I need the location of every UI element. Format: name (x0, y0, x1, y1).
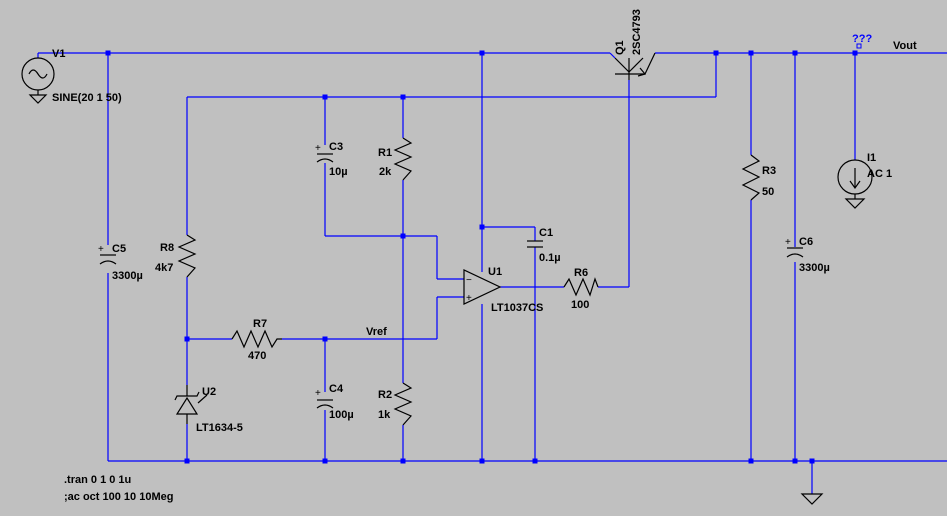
r6-ref: R6 (574, 267, 588, 279)
c1-ref: C1 (539, 227, 553, 239)
svg-text:+: + (98, 244, 104, 255)
q1-npn-transistor[interactable]: Q1 2SC4793 (614, 9, 656, 80)
c6-ref: C6 (799, 236, 813, 248)
c1-capacitor[interactable]: C1 0.1µ (527, 227, 561, 264)
net-label-vout: Vout (893, 40, 917, 52)
i1-ref: I1 (867, 152, 876, 164)
r6-value: 100 (571, 299, 589, 311)
r6-resistor[interactable]: R6 100 (563, 267, 599, 311)
r3-value: 50 (762, 186, 774, 198)
tran-directive[interactable]: .tran 0 1 0 1u (64, 474, 131, 486)
r2-resistor[interactable]: R2 1k (378, 382, 413, 426)
c5-ref: C5 (112, 243, 126, 255)
r7-value: 470 (248, 350, 266, 362)
probe-marker[interactable]: ??? (852, 33, 872, 49)
ground-icon (844, 198, 866, 209)
svg-text:+: + (315, 388, 321, 399)
v1-voltage-source[interactable]: V1 SINE(20 1 50) (21, 48, 122, 104)
r3-ref: R3 (762, 165, 776, 177)
u2-ref: U2 (202, 386, 216, 398)
junction-dots (105, 50, 858, 464)
r2-value: 1k (378, 409, 391, 421)
net-label-vref: Vref (366, 326, 387, 338)
emitter-arrow-icon (637, 67, 647, 77)
c4-ref: C4 (329, 383, 344, 395)
r2-ref: R2 (378, 389, 392, 401)
r1-ref: R1 (378, 147, 392, 159)
r1-resistor[interactable]: R1 2k (378, 137, 413, 181)
c5-capacitor[interactable]: + C5 3300µ (98, 243, 143, 282)
c3-value: 10µ (329, 166, 348, 178)
arrow-down-icon (849, 180, 861, 190)
ground-icon (28, 94, 48, 104)
q1-value: 2SC4793 (631, 9, 643, 55)
i1-current-source[interactable]: I1 AC 1 (837, 152, 892, 209)
c6-value: 3300µ (799, 262, 830, 274)
ac-directive[interactable]: ;ac oct 100 10 10Meg (64, 491, 173, 503)
u1-opamp[interactable]: − + U1 LT1037CS (463, 266, 543, 314)
r8-value: 4k7 (155, 262, 173, 274)
r8-ref: R8 (160, 242, 174, 254)
u1-ref: U1 (488, 266, 502, 278)
r8-resistor[interactable]: R8 4k7 (155, 234, 197, 278)
wires (37, 52, 947, 494)
u1-value: LT1037CS (491, 302, 543, 314)
c5-value: 3300µ (112, 270, 143, 282)
c4-capacitor[interactable]: + C4 100µ (315, 383, 354, 421)
v1-ref: V1 (52, 48, 65, 60)
ground-icon (800, 493, 824, 505)
i1-value: AC 1 (867, 168, 892, 180)
c3-capacitor[interactable]: + C3 10µ (315, 141, 348, 178)
r3-resistor[interactable]: R3 50 (741, 154, 776, 201)
r7-resistor[interactable]: R7 470 (231, 318, 282, 362)
net-label-unknown: ??? (852, 33, 872, 45)
u2-zener-reference[interactable]: U2 LT1634-5 (174, 385, 243, 434)
q1-ref: Q1 (614, 40, 626, 55)
c1-value: 0.1µ (539, 252, 561, 264)
v1-value: SINE(20 1 50) (52, 92, 122, 104)
c3-ref: C3 (329, 141, 343, 153)
u2-value: LT1634-5 (196, 422, 243, 434)
svg-text:−: − (466, 275, 472, 286)
c6-capacitor[interactable]: + C6 3300µ (785, 236, 830, 274)
r7-ref: R7 (253, 318, 267, 330)
c4-value: 100µ (329, 409, 354, 421)
svg-text:+: + (785, 237, 791, 248)
svg-text:+: + (315, 143, 321, 154)
svg-text:+: + (466, 293, 472, 304)
r1-value: 2k (379, 166, 392, 178)
